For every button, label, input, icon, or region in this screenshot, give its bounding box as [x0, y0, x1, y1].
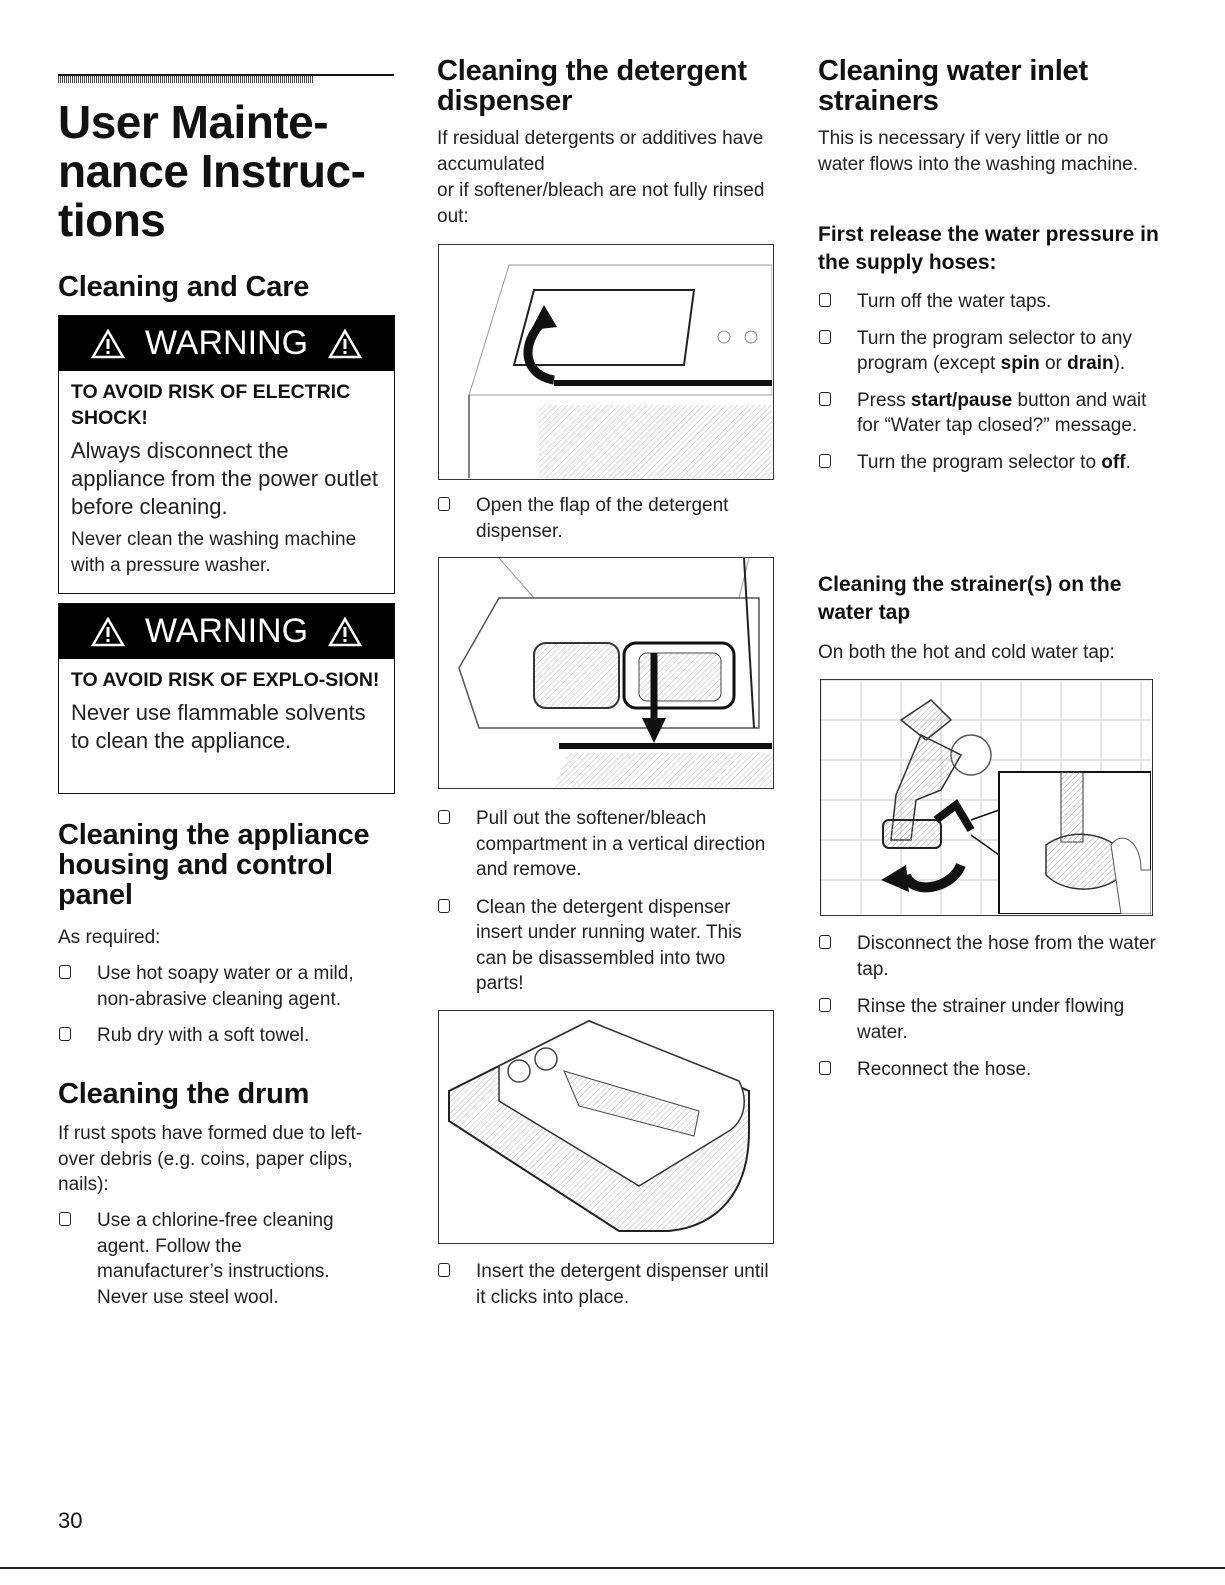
page-title: User Mainte- nance Instruc- tions: [58, 96, 366, 246]
checkbox-icon: [438, 497, 450, 511]
detergent-steps-2-3: Pull out the softener/bleach compartment…: [437, 806, 777, 997]
warning-text: Never use flammable solvents to clean th…: [71, 700, 366, 753]
warning-note: Never clean the washing machine with a p…: [71, 529, 357, 576]
figure-dispenser-insert: [438, 1010, 774, 1244]
checkbox-icon: [819, 935, 831, 949]
warning-triangle-icon: [328, 328, 363, 358]
warning-box-explosion: WARNING TO AVOID RISK OF EXPLO-SION! Nev…: [58, 603, 395, 794]
strainer-tap-intro: On both the hot and cold water tap:: [818, 642, 1115, 663]
checkbox-icon: [438, 898, 450, 913]
list-item: Press start/pause button and wait for “W…: [818, 388, 1158, 439]
list-item: Pull out the softener/bleach compartment…: [437, 806, 777, 883]
warning-label: WARNING: [144, 612, 309, 650]
housing-list: Use hot soapy water or a mild, non-abras…: [58, 961, 388, 1049]
list-item: Turn off the water taps.: [818, 289, 1158, 315]
page-number: 30: [58, 1508, 83, 1533]
checkbox-icon: [819, 1061, 831, 1075]
checkbox-icon: [59, 1212, 71, 1226]
list-item: Open the flap of the detergent dispenser…: [437, 493, 777, 544]
list-item: Clean the detergent dispenser insert und…: [437, 895, 777, 997]
detergent-heading: Cleaning the detergent dispenser: [437, 55, 747, 117]
list-item: Insert the detergent dispenser until it …: [437, 1259, 777, 1310]
warning-triangle-icon: [90, 328, 125, 358]
detergent-intro-2: or if softener/bleach are not fully rins…: [437, 180, 765, 227]
list-item: Reconnect the hose.: [818, 1057, 1158, 1083]
release-pressure-list: Turn off the water taps. Turn the progra…: [818, 289, 1158, 475]
footer-rule: [0, 1567, 1225, 1569]
warning-triangle-icon: [90, 616, 125, 646]
housing-intro: As required:: [58, 927, 161, 948]
warning-box-electric: WARNING TO AVOID RISK OF ELECTRIC SHOCK!…: [58, 315, 395, 594]
housing-heading: Cleaning the appliance housing and contr…: [58, 819, 370, 911]
warning-header: WARNING: [59, 604, 394, 659]
checkbox-icon: [819, 453, 831, 468]
list-item: Turn the program selector to any program…: [818, 326, 1158, 377]
detergent-intro-1: If residual detergents or additives have…: [437, 128, 764, 175]
warning-label: WARNING: [144, 324, 309, 362]
drum-intro: If rust spots have formed due to left-ov…: [58, 1123, 363, 1195]
warning-caption: TO AVOID RISK OF EXPLO-SION!: [71, 669, 380, 691]
checkbox-icon: [819, 391, 831, 406]
list-item: Use hot soapy water or a mild, non-abras…: [58, 961, 388, 1012]
title-rule: [58, 74, 394, 83]
warning-text: Always disconnect the appliance from the…: [71, 438, 378, 519]
drum-heading: Cleaning the drum: [58, 1078, 310, 1110]
list-item: Turn the program selector to off.: [818, 450, 1158, 476]
strainer-list: Disconnect the hose from the water tap. …: [818, 931, 1158, 1083]
checkbox-icon: [59, 1027, 71, 1041]
drum-list: Use a chlorine-free cleaning agent. Foll…: [58, 1208, 368, 1310]
figure-softener-compartment: [438, 557, 774, 789]
release-pressure-heading: First release the water pressure in the …: [818, 223, 1159, 274]
warning-caption: TO AVOID RISK OF ELECTRIC SHOCK!: [71, 381, 351, 429]
checkbox-icon: [438, 810, 450, 824]
strainers-heading: Cleaning water inlet strainers: [818, 55, 1088, 117]
list-item: Rub dry with a soft towel.: [58, 1023, 388, 1049]
figure-open-flap: [438, 244, 774, 480]
detergent-step-4: Insert the detergent dispenser until it …: [437, 1259, 777, 1310]
list-item: Rinse the strainer under flowing water.: [818, 994, 1158, 1045]
list-item: Disconnect the hose from the water tap.: [818, 931, 1158, 982]
strainers-intro: This is necessary if very little or no w…: [818, 128, 1138, 175]
list-item: Use a chlorine-free cleaning agent. Foll…: [58, 1208, 368, 1310]
figure-water-tap: [820, 679, 1153, 916]
checkbox-icon: [819, 293, 831, 307]
cleaning-care-heading: Cleaning and Care: [58, 271, 310, 303]
checkbox-icon: [819, 998, 831, 1012]
checkbox-icon: [819, 329, 831, 344]
checkbox-icon: [438, 1263, 450, 1277]
strainer-tap-heading: Cleaning the strainer(s) on the water ta…: [818, 573, 1122, 624]
warning-header: WARNING: [59, 316, 394, 371]
warning-triangle-icon: [328, 616, 363, 646]
detergent-step-1: Open the flap of the detergent dispenser…: [437, 493, 777, 544]
title-rule-line: [58, 74, 394, 76]
checkbox-icon: [59, 965, 71, 979]
title-rule-hatch: [58, 74, 313, 83]
